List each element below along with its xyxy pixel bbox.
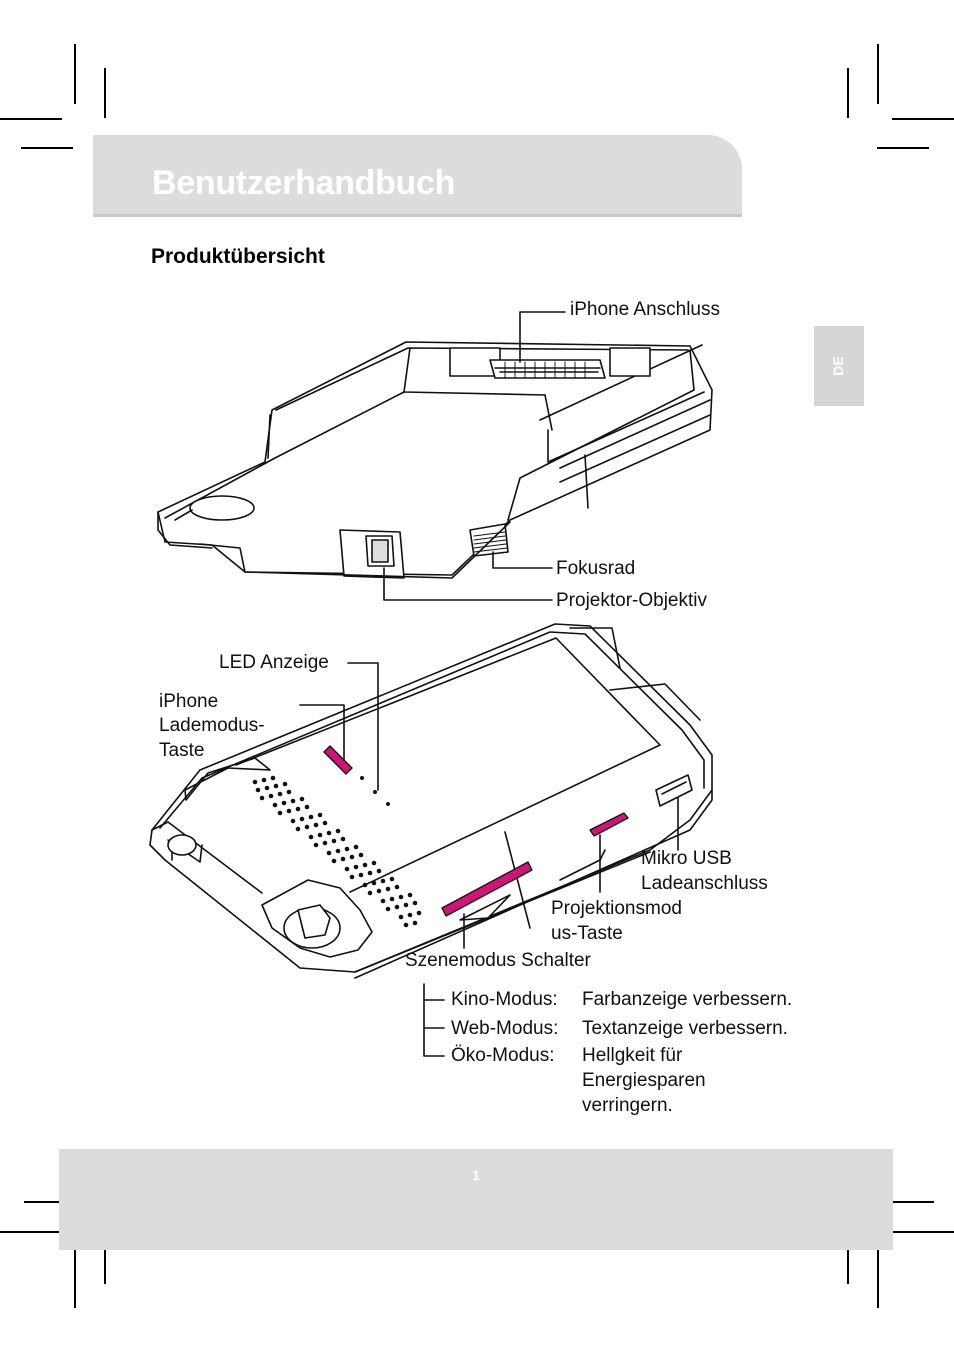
label-usb-1: Mikro USB: [641, 848, 732, 869]
mode-desc-kino: Farbanzeige verbessern.: [582, 989, 793, 1010]
callout-line: [383, 567, 553, 601]
crop-mark: [847, 68, 849, 118]
label-charge-mode-2: Lademodus-: [159, 715, 265, 736]
crop-mark: [892, 1231, 954, 1233]
crop-mark: [892, 118, 954, 120]
crop-mark: [21, 147, 73, 149]
section-title: Produktübersicht: [151, 245, 325, 268]
callout-line: [347, 662, 379, 791]
crop-mark: [882, 1201, 934, 1203]
charge-mode-button: [323, 745, 353, 775]
mode-desc-eco-2: Energiesparen: [582, 1070, 706, 1091]
label-projection-1: Projektionsmod: [551, 898, 682, 919]
mode-desc-web: Textanzeige verbessern.: [582, 1018, 788, 1039]
page-number: 1: [472, 1167, 480, 1183]
crop-mark: [74, 1248, 76, 1308]
mode-desc-eco-3: verringern.: [582, 1095, 673, 1116]
led-indicator-dot: [373, 790, 377, 794]
header-band: [93, 135, 742, 217]
crop-mark: [877, 147, 929, 149]
crop-mark: [104, 68, 106, 118]
crop-mark: [104, 1234, 106, 1284]
label-charge-mode-3: Taste: [159, 740, 205, 761]
mode-name-web: Web-Modus:: [451, 1018, 559, 1039]
label-projector-lens: Projektor-Objektiv: [556, 590, 707, 611]
label-focus-wheel: Fokusrad: [556, 558, 636, 579]
callout-line: [299, 704, 345, 761]
mode-name-eco: Öko-Modus:: [451, 1045, 555, 1066]
crop-mark: [24, 1201, 76, 1203]
callout-line: [492, 551, 553, 569]
mode-name-kino: Kino-Modus:: [451, 989, 558, 1010]
label-charge-mode-1: iPhone: [159, 691, 219, 712]
crop-mark: [847, 1234, 849, 1284]
page-title: Benutzerhandbuch: [152, 164, 456, 202]
crop-mark: [877, 44, 879, 104]
callout-line: [423, 983, 445, 1057]
mode-desc-eco-1: Hellgkeit für: [582, 1045, 683, 1066]
scene-mode-switch: [441, 861, 533, 917]
crop-mark: [0, 118, 62, 120]
projection-mode-button: [589, 812, 629, 837]
crop-mark: [877, 1248, 879, 1308]
language-tab: [814, 326, 864, 406]
label-usb-2: Ladeanschluss: [641, 873, 768, 894]
speaker-grille: [252, 775, 422, 928]
label-scene-switch: Szenemodus Schalter: [405, 950, 591, 971]
crop-mark: [0, 1231, 62, 1233]
label-projection-2: us-Taste: [551, 923, 623, 944]
crop-mark: [74, 44, 76, 104]
footer-band: [59, 1149, 893, 1250]
label-led-indicator: LED Anzeige: [219, 652, 329, 673]
label-iphone-connector: iPhone Anschluss: [570, 299, 720, 320]
projector-case-back-view: [149, 623, 713, 979]
led-indicator-dot: [360, 776, 364, 780]
projector-case-top-view: [157, 341, 713, 579]
led-indicator-dot: [386, 802, 390, 806]
